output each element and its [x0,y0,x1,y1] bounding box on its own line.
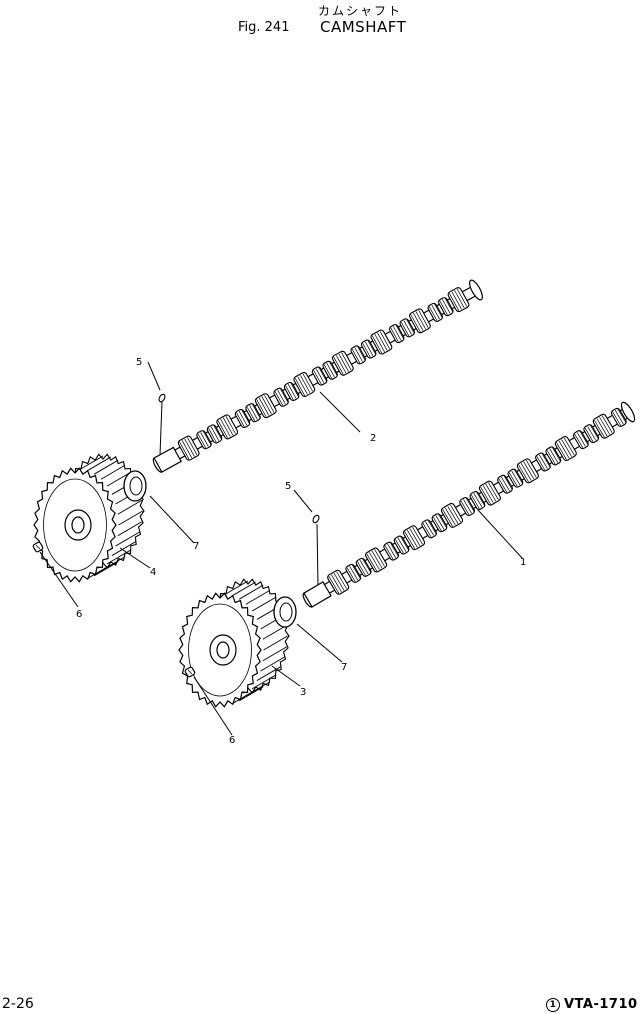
thrust-washer-upper [123,470,147,502]
callout-2: 2 [370,433,376,444]
callout-5-upper: 5 [136,357,142,368]
bolt-upper [32,541,44,553]
callout-6-upper: 6 [76,609,82,620]
figure-title: CAMSHAFT [320,18,407,36]
page-number: 2-26 [2,996,34,1012]
circled-mark: 1 [546,998,560,1012]
document-code-text: VTA-1710 [564,997,638,1012]
bolt-lower [184,666,196,678]
callout-7-upper: 7 [193,541,199,552]
callout-1: 1 [520,557,526,568]
camshaft-upper [152,279,483,473]
timing-gear-upper [33,453,145,583]
figure-label: Fig. 241 [238,20,290,35]
timing-gear-lower [178,578,290,708]
callout-3: 3 [300,687,306,698]
callout-4: 4 [150,567,156,578]
japanese-title: カムシャフト [318,4,403,18]
callout-7-lower: 7 [341,662,347,673]
callout-6-lower: 6 [229,735,235,746]
woodruff-key-lower [312,514,320,524]
thrust-washer-lower [273,596,297,628]
document-code: 1 VTA-1710 [546,998,638,1012]
callout-5-lower: 5 [285,481,291,492]
woodruff-key-upper [158,393,166,403]
camshaft-lower [302,401,636,608]
